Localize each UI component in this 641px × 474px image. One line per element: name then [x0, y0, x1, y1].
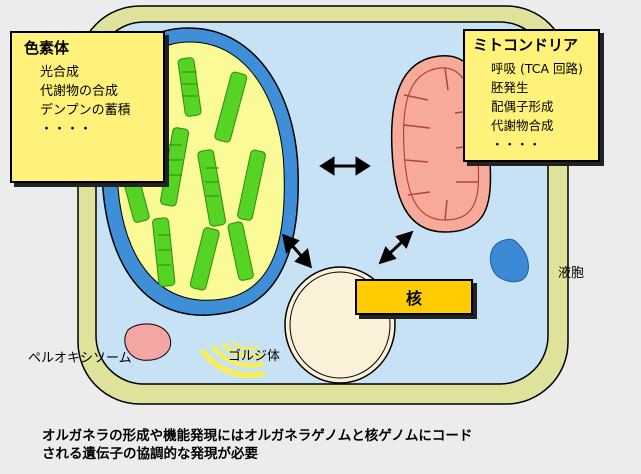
arrow-mitochondrion-nucleus: [378, 230, 414, 265]
caption-line-1: オルガネラの形成や機能発現にはオルガネラゲノムと核ゲノムにコード: [42, 428, 473, 444]
nucleus-label: 核: [405, 289, 422, 308]
mitochondria-function-box: ミトコンドリア 呼吸 (TCA 回路) 胚発生 配偶子形成 代謝物合成 ・・・・: [463, 29, 600, 162]
arrow-plastid-nucleus: [281, 233, 313, 269]
mitochondria-title: ミトコンドリア: [473, 36, 579, 54]
plastid-function-item: デンプンの蓄積: [40, 103, 131, 118]
plastid-function-item: 代謝物の合成: [40, 84, 119, 99]
double-arrows: [281, 156, 414, 269]
peroxisome: [124, 323, 172, 361]
mitochondria-function-list: 呼吸 (TCA 回路) 胚発生 配偶子形成 代謝物合成 ・・・・: [473, 59, 590, 154]
mitochondria-function-item: 代謝物合成: [491, 118, 554, 133]
vacuole-label: 液胞: [558, 266, 585, 281]
peroxisome-label: ペルオキシソーム: [28, 351, 132, 366]
mitochondria-function-item: 配偶子形成: [491, 99, 554, 114]
mitochondria-function-item: 胚発生: [491, 80, 529, 95]
plastid-function-list: 光合成 代謝物の合成 デンプンの蓄積 ・・・・: [24, 63, 155, 139]
golgi-apparatus: [200, 341, 265, 378]
caption: オルガネラの形成や機能発現にはオルガネラゲノムと核ゲノムにコード される遺伝子の…: [42, 427, 602, 463]
plastid-function-item: 光合成: [40, 65, 80, 80]
caption-line-2: される遺伝子の協調的な発現が必要: [42, 446, 258, 462]
plastid-function-box: 色素体 光合成 代謝物の合成 デンプンの蓄積 ・・・・: [10, 31, 165, 183]
mitochondria-function-item: 呼吸 (TCA 回路): [491, 61, 583, 76]
plastid-function-item: ・・・・: [40, 122, 93, 137]
arrow-plastid-mitochondrion: [319, 156, 371, 176]
plastid-title: 色素体: [24, 39, 70, 57]
mitochondria-function-item: ・・・・: [491, 137, 542, 152]
vacuole: [489, 238, 529, 283]
golgi-label: ゴルジ体: [228, 349, 281, 364]
nucleus-label-box: 核: [355, 279, 473, 315]
